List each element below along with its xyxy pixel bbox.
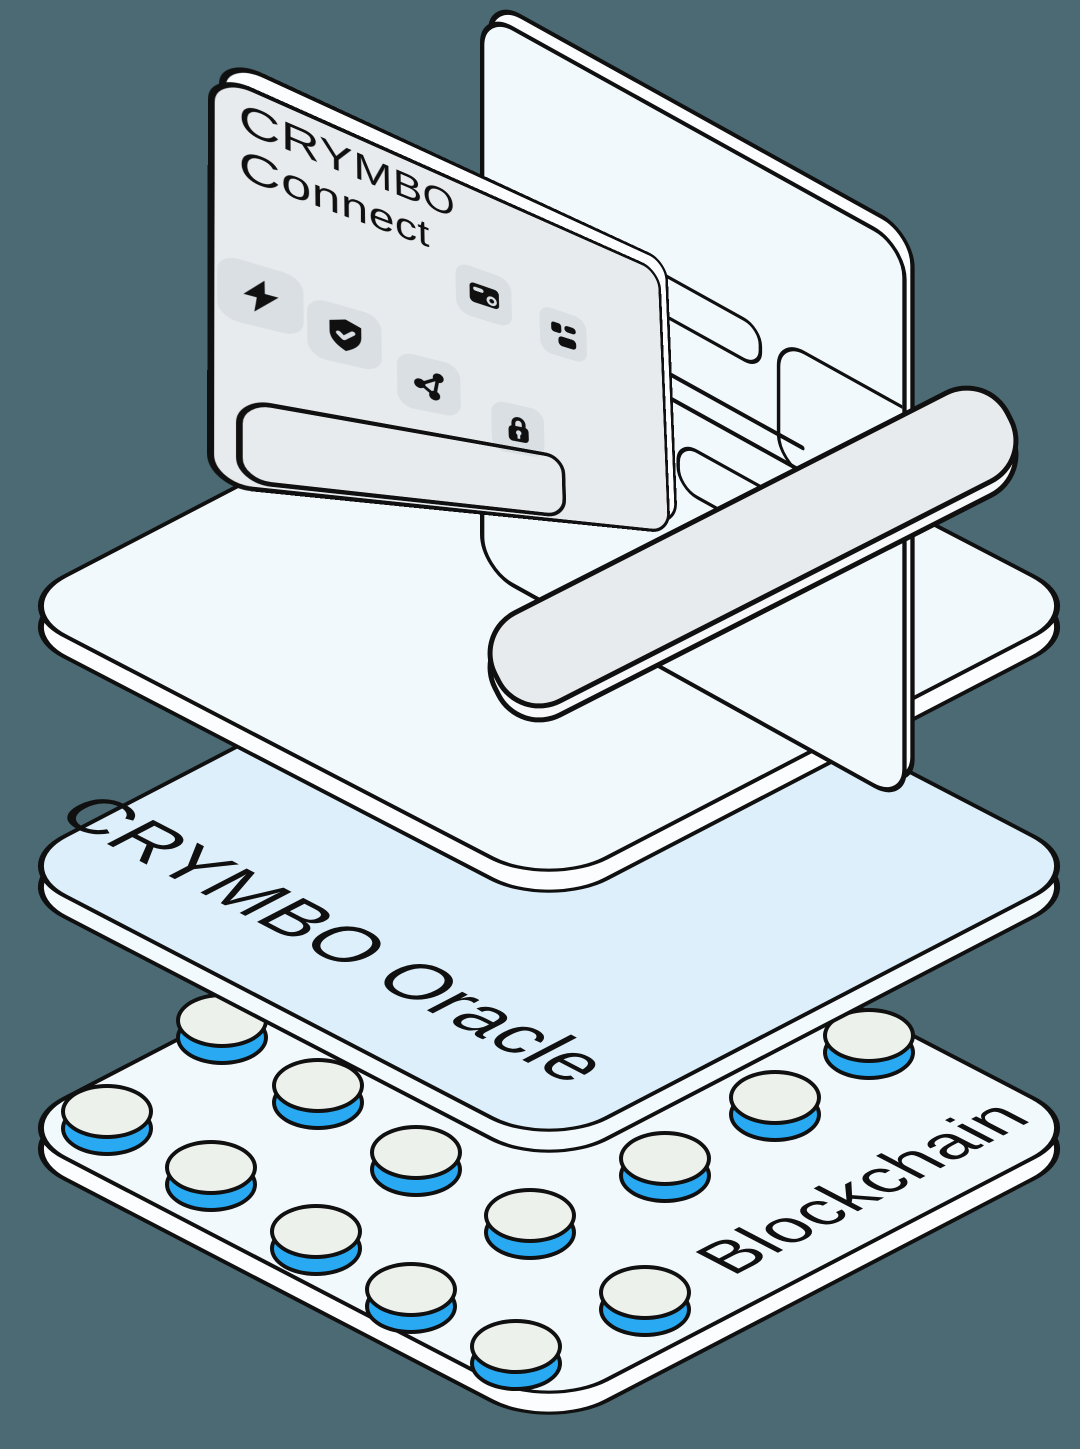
- blockchain-node: [619, 1131, 711, 1205]
- blockchain-node: [729, 1070, 821, 1144]
- layout-tile: [539, 303, 588, 365]
- node-face: [370, 1125, 462, 1180]
- lock-icon: [502, 411, 535, 448]
- connect-card: CRYMBO Connect: [206, 68, 671, 534]
- blockchain-node: [370, 1125, 462, 1199]
- blockchain-node: [270, 1204, 362, 1278]
- node-face: [619, 1131, 711, 1186]
- blockchain-node: [61, 1084, 153, 1158]
- blockchain-node: [165, 1140, 257, 1214]
- lightning-icon: [243, 274, 279, 318]
- network-tile: [396, 350, 462, 419]
- blockchain-node: [484, 1188, 576, 1262]
- node-face: [165, 1140, 257, 1195]
- blockchain-node: [470, 1319, 562, 1393]
- node-face: [729, 1070, 821, 1125]
- layout-icon: [551, 320, 577, 351]
- blockchain-node: [823, 1008, 915, 1082]
- blockchain-node: [599, 1265, 691, 1339]
- shield-check-icon: [329, 315, 362, 355]
- node-face: [270, 1204, 362, 1259]
- blockchain-node: [365, 1262, 457, 1336]
- network-icon: [410, 364, 450, 406]
- wallet-tile: [455, 260, 513, 329]
- node-face: [365, 1262, 457, 1317]
- node-face: [484, 1188, 576, 1243]
- lightning-tile: [217, 252, 304, 338]
- wallet-icon: [469, 281, 500, 311]
- shield-tile: [306, 295, 382, 373]
- node-face: [599, 1265, 691, 1320]
- node-face: [61, 1084, 153, 1139]
- blockchain-node: [272, 1058, 364, 1132]
- node-face: [470, 1319, 562, 1374]
